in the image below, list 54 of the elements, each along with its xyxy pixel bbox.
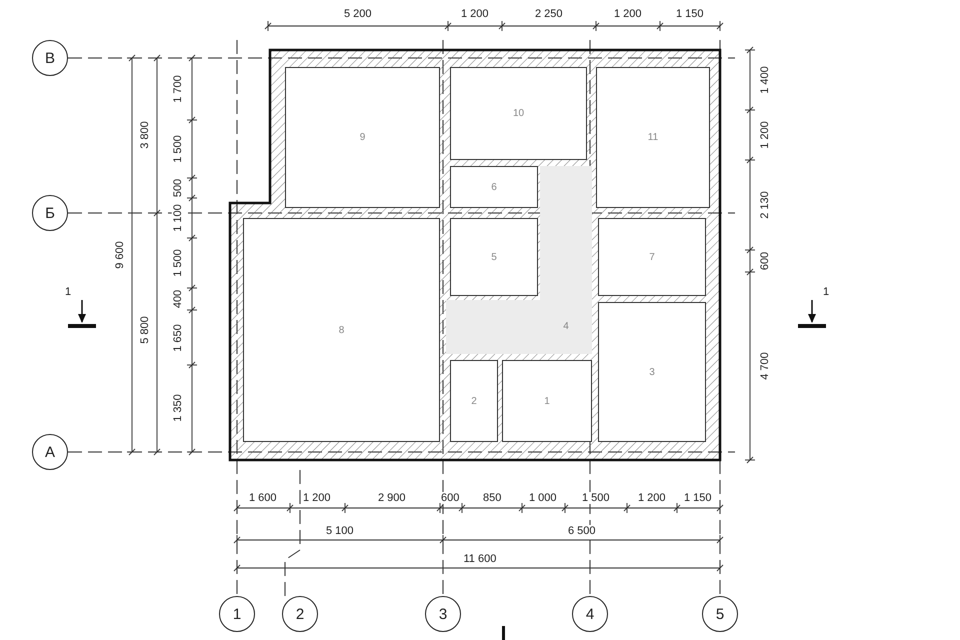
- dimension-value: 1 200: [303, 492, 331, 504]
- room-area: 11: [596, 67, 710, 208]
- dimension-value: 3 800: [138, 121, 151, 149]
- dimension-value: 5 200: [344, 8, 372, 20]
- dimension-value: 1 150: [684, 492, 712, 504]
- dimension-value: 1 200: [461, 8, 489, 20]
- dimension-value: 2 250: [535, 8, 563, 20]
- dimension-value: 400: [172, 290, 184, 308]
- dimension-value: 1 600: [249, 492, 277, 504]
- dimension-value: 1 350: [172, 394, 184, 422]
- dimension-value: 4 700: [758, 352, 771, 380]
- room-area: 8: [243, 218, 440, 442]
- room-area: 9: [285, 67, 440, 208]
- axis-bubble: 2: [282, 596, 318, 632]
- dimension-value: 1 400: [758, 66, 771, 94]
- axis-bubble: 1: [219, 596, 255, 632]
- dimension-value: 1 150: [676, 8, 704, 20]
- corridor-area: 4: [540, 166, 592, 354]
- dimension-value: 1 200: [638, 492, 666, 504]
- axis-bubble: 3: [425, 596, 461, 632]
- dimension-value: 1 100: [172, 204, 184, 232]
- room-area: 1: [502, 360, 592, 442]
- dimension-value: 5 800: [138, 316, 151, 344]
- dimension-value: 1 000: [529, 492, 557, 504]
- room-area: 10: [450, 67, 587, 160]
- dimension-value: 600: [759, 252, 772, 270]
- dimension-value: 9 600: [114, 241, 126, 269]
- axis-bubble: В: [32, 40, 68, 76]
- dimension-value: 11 600: [464, 553, 496, 565]
- dimension-value: 1 200: [614, 8, 642, 20]
- axis-bubble: Б: [32, 195, 68, 231]
- section-number: 1: [823, 286, 830, 298]
- dimension-value: 500: [172, 178, 184, 198]
- room-area: 6: [450, 166, 538, 208]
- room-area: 5: [450, 218, 538, 296]
- dimension-value: 2 130: [758, 191, 771, 219]
- dimension-value: 5 100: [326, 525, 354, 537]
- dimension-value: 1 650: [172, 324, 184, 352]
- dimension-value: 1 500: [582, 492, 610, 504]
- dimension-value: 850: [483, 492, 502, 504]
- room-area: 2: [450, 360, 498, 442]
- axis-bubble: 4: [572, 596, 608, 632]
- dimension-value: 1 500: [172, 249, 184, 277]
- dimension-value: 600: [441, 492, 460, 504]
- axis-bubble: 5: [702, 596, 738, 632]
- room-area: 3: [598, 302, 706, 442]
- dimension-value: 1 500: [172, 135, 184, 163]
- dimension-value: 1 700: [172, 75, 184, 103]
- axis-bubble: А: [32, 434, 68, 470]
- section-number: 1: [65, 286, 72, 298]
- dimension-value: 1 200: [758, 121, 771, 149]
- room-area: 7: [598, 218, 706, 296]
- dimension-value: 2 900: [378, 492, 406, 504]
- dimension-value: 6 500: [568, 525, 596, 537]
